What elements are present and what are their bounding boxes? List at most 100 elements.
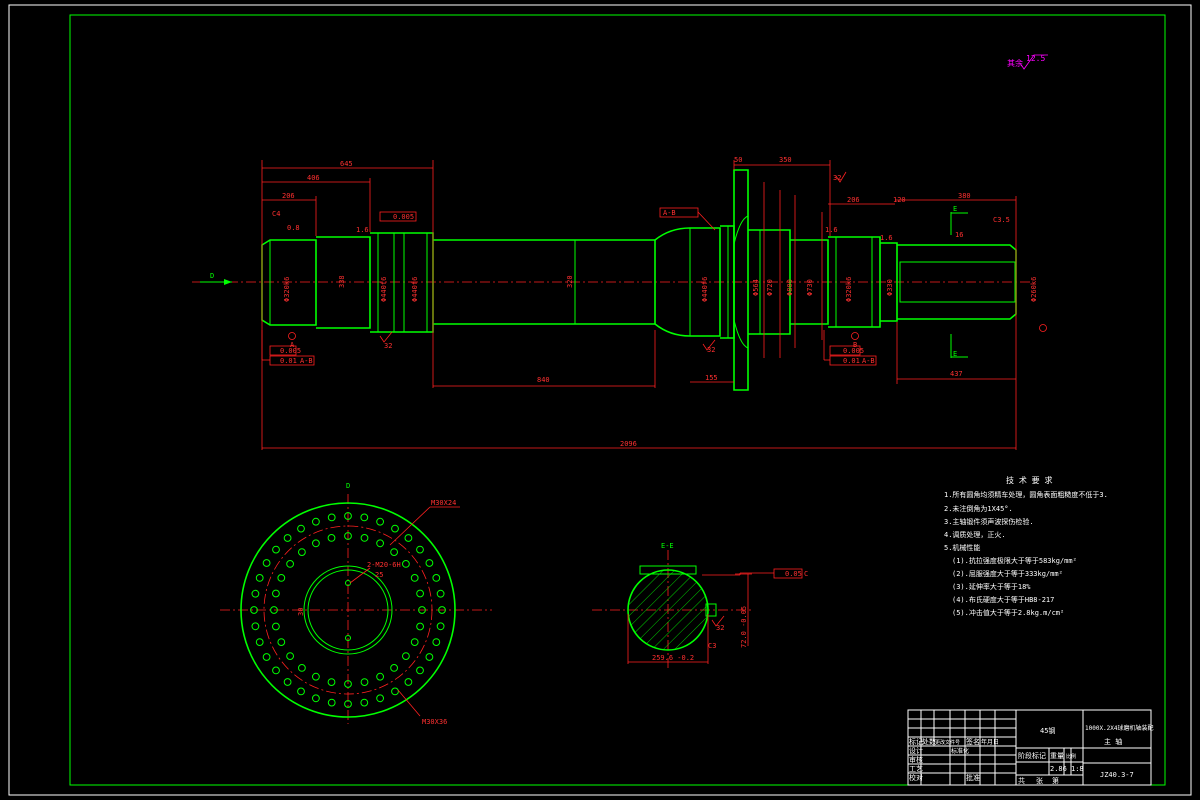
tech-title: 技 术 要 求 [1006,475,1052,485]
bolt-hole [344,700,352,708]
tb-weight-h: 重量 [1050,752,1064,760]
roughness-label: 其余 [1007,58,1023,68]
tech-item-10: (5).冲击值大于等于2.8kg.m/cm² [952,608,1064,617]
bolt-hole [404,534,413,542]
bolt-hole [418,606,426,614]
section-tol-ref: C [804,570,808,578]
bolt-hole [391,687,399,696]
bolt-hole [277,638,286,646]
bolt-hole [272,545,280,554]
section-ee: E-E 0.05 C 32 259.6 -0.2 72.0 -0.05 C3 [592,542,808,670]
bolt-hole [297,524,305,533]
ra-16-c: 1.6 [880,234,893,242]
bolt-hole [360,534,369,542]
tb-drawing-no: JZ40.3-7 [1100,771,1134,779]
dia-5: Φ564 [752,279,760,296]
tech-item-7: (2).屈服强度大于等于333kg/mm² [952,569,1063,578]
bolt-hole [416,622,425,631]
tech-item-9: (4).布氏硬度大于等于HB8-217 [952,595,1054,604]
bolt-hole [344,532,352,540]
bolt-hole [327,513,336,522]
technical-requirements: 技 术 要 求 1.所有圆角均须精车处理，圆角表面粗糙度不低于3. 2.未注倒角… [944,475,1108,617]
tech-item-3: 3.主轴锻件须声波探伤检验. [944,517,1034,526]
tech-item-6: (1).抗拉强度极限大于等于583kg/mm² [952,556,1077,565]
tb-part-name: 主 轴 [1104,737,1122,746]
tb-approve: 批准 [966,773,980,782]
dim-155: 155 [705,374,718,382]
bolt-hole [416,545,424,554]
bolt-hole [416,666,424,675]
dimension-lines [261,160,1017,450]
dia-2: Φ440f6 [380,277,388,302]
bolt-hole [410,574,419,582]
bolt-hole [438,606,446,614]
dia-3: Φ440f6 [411,277,419,302]
bolt-hole [283,678,292,686]
roughness-symbol [1019,54,1048,70]
tol-7: A-B [862,357,875,365]
dia-11: Φ260k6 [1030,277,1038,302]
bolt-hole [376,672,385,681]
section-c3: C3 [708,642,716,650]
tech-item-8: (3).延伸率大于等于18% [952,582,1031,591]
tb-mass: 2.86 [1050,765,1067,773]
tech-item-1: 1.所有圆角均须精车处理，圆角表面粗糙度不低于3. [944,490,1108,499]
ra-32-a: 32 [384,342,392,350]
datum-b: B [853,341,857,349]
bolt-hole [402,560,410,568]
dim-16: 16 [955,231,963,239]
tb-header-2: 处数 [922,737,936,746]
bolt-hole [270,606,278,614]
bolt-hole [360,698,369,707]
bolt-hole [360,678,369,686]
bolt-hole [344,680,352,688]
bolt-hole [376,694,385,703]
dim-206-right: 206 [847,196,860,204]
bolt-hole [327,534,336,542]
tol-8: A-B [663,209,676,217]
dim-08: 0.8 [287,224,300,232]
tb-header-4: 签名 [966,737,980,746]
bolt-hole [277,574,286,582]
bolt-hole [250,606,258,614]
dia-4: Φ440f6 [701,277,709,302]
bolt-hole [425,559,434,567]
dim-320: 320 [566,275,574,288]
datum-a: A [290,341,295,349]
chamfer-c35: C3.5 [993,216,1010,224]
tb-stage: 阶段标记 [1018,751,1046,760]
ra-32-c: 32 [833,174,841,182]
dim-380: 380 [958,192,971,200]
bolt-hole [272,589,280,598]
dia-1: Φ320k6 [283,277,291,302]
dia-6: Φ720 [766,279,774,296]
bolt-hole [432,638,441,646]
bolt-hole [262,559,271,567]
bolt-hole [251,622,260,631]
tol-3: 0.01 [280,357,297,365]
tb-std: 标准化 [951,747,969,755]
bolt-hole [286,560,295,568]
bolt-hole [436,589,445,598]
tb-zhang: 张 [1036,776,1043,785]
dim-206-left: 206 [282,192,295,200]
tech-item-4: 4.调质处理，正火. [944,530,1006,539]
bolt-hole [251,589,260,598]
bolt-hole [272,666,280,675]
tol-6: 0.01 [843,357,860,365]
bolt-hole [404,678,413,686]
title-block: 标记 处数 更改文件号 签名 年月日 设计 审核 工艺 校对 标准化 批准 45… [907,709,1154,786]
bolt-hole [255,638,264,646]
bolt-hole [376,517,385,526]
tb-material: 45钢 [1040,726,1055,735]
section-mark-bottom: E [953,350,957,358]
ra-16-a: 1.6 [356,226,369,234]
bolt-hole [283,534,292,542]
bolt-hole [436,622,445,631]
bolt-hole [390,548,399,556]
dia-10: Φ330 [886,279,894,296]
end-note-bottom: M30X36 [422,718,447,726]
end-dim: 25 [375,571,383,579]
tb-scale: 1:8 [1071,765,1084,773]
section-mark-top: E [953,205,957,213]
